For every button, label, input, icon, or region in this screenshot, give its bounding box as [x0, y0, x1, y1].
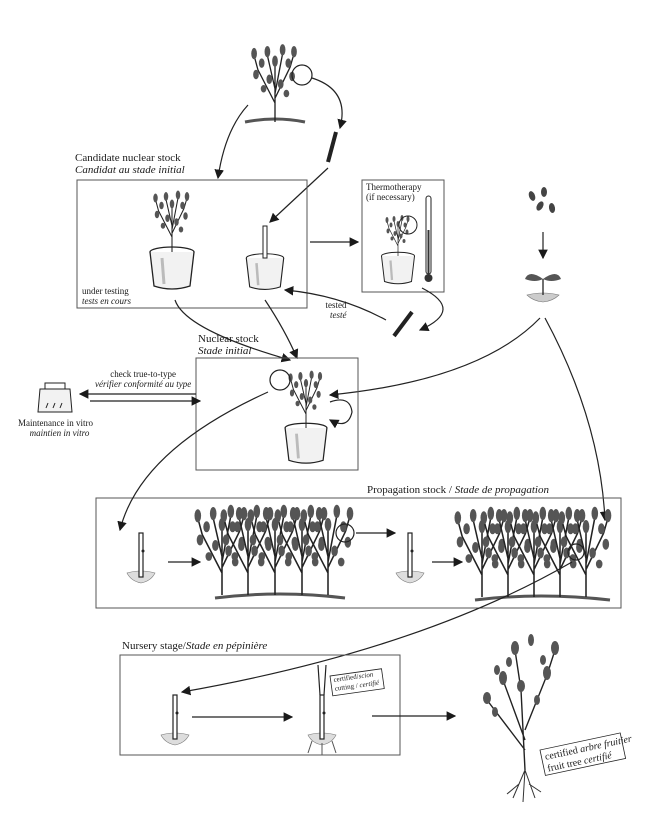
- propagation-box: [95, 497, 622, 609]
- self-loop-arrow: [328, 399, 353, 429]
- arrow-tested-back: [283, 285, 387, 321]
- nursery-label: Nursery stage/Stade en pépinière: [122, 640, 267, 652]
- tested-label: tested testé: [324, 300, 347, 320]
- check-label-en: check true-to-type: [110, 369, 176, 379]
- propagation-label-en: Propagation stock /: [367, 484, 455, 496]
- tree-tag: [539, 732, 627, 776]
- maintenance-label: Maintenance in vitro maintien in vitro: [18, 418, 93, 438]
- mother-plant: [244, 43, 306, 124]
- thermo-label-en: Thermotherapy: [366, 182, 422, 192]
- arrow-seedling-to-nuclear: [328, 317, 541, 399]
- thermo-plant-circle: [398, 215, 418, 235]
- arrow-candidate-to-nuclear-2: [264, 299, 299, 360]
- mother-plant-circle: [291, 64, 313, 86]
- arrow-propagation-to-nursery: [180, 561, 573, 696]
- propagation-label: Propagation stock / Stade de propagation: [367, 484, 549, 496]
- nuclear-plant-circle: [269, 369, 291, 391]
- candidate-plant-large: [148, 189, 196, 291]
- propagation-label-fr: Stade de propagation: [454, 484, 549, 496]
- check-label: check true-to-type vérifier conformité a…: [95, 369, 191, 389]
- nuclear-label: Nuclear stock Stade initial: [198, 333, 259, 357]
- thermo-label: Thermotherapy (if necessary): [366, 182, 421, 202]
- nuclear-label-fr: Stade initial: [198, 345, 252, 357]
- hedge-1-circle: [335, 523, 355, 543]
- propagation-cutting-1: [126, 532, 156, 584]
- hedge-row-1: [193, 504, 355, 600]
- in-vitro-jar: [37, 382, 73, 413]
- candidate-label: Candidate nuclear stock Candidat au stad…: [75, 152, 185, 176]
- hedge-2-circle: [567, 543, 585, 561]
- propagation-cutting-2: [395, 532, 425, 584]
- nursery-cutting: [160, 694, 190, 746]
- candidate-box: [76, 179, 308, 309]
- final-tree: [483, 634, 559, 803]
- thermometer: [424, 195, 433, 282]
- scion-tag: [329, 668, 385, 697]
- nuclear-box: [195, 357, 359, 471]
- arrow-to-scion: [311, 77, 347, 130]
- scion-cutting: [326, 131, 338, 163]
- under-testing-fr: tests en cours: [82, 296, 131, 306]
- arrow-seedling-to-propagation: [544, 317, 610, 522]
- arrow-to-candidate: [214, 104, 249, 180]
- tested-label-fr: testé: [330, 310, 347, 320]
- candidate-plant-small: [245, 225, 285, 291]
- maintenance-label-en: Maintenance in vitro: [18, 418, 93, 428]
- scion-tag-l4: certifié: [358, 678, 380, 690]
- nuclear-label-en: Nuclear stock: [198, 333, 259, 345]
- arrow-scion-to-pot: [269, 167, 329, 223]
- check-label-fr: vérifier conformité au type: [95, 379, 192, 389]
- thermo-plant: [380, 214, 416, 285]
- tested-cutting: [392, 310, 414, 338]
- seeds: [528, 187, 556, 213]
- maintenance-label-fr: maintien in vitro: [29, 428, 90, 438]
- grafted-cutting: [307, 664, 337, 755]
- arrow-candidate-to-nuclear-1: [174, 299, 292, 363]
- seedling: [525, 274, 561, 303]
- nursery-label-fr: Stade en pépinière: [185, 640, 268, 652]
- candidate-label-fr: Candidat au stade initial: [75, 164, 185, 176]
- arrow-thermo-out: [418, 287, 444, 331]
- nursery-box: [119, 654, 401, 756]
- arrow-nuclear-to-propagation: [117, 391, 269, 532]
- tested-label-en: tested: [325, 300, 347, 310]
- nuclear-plant: [283, 370, 329, 465]
- scion-tag-l3: cutting: [334, 682, 355, 693]
- nursery-label-en: Nursery stage/: [122, 640, 186, 652]
- hedge-row-2: [453, 506, 613, 602]
- thermotherapy-box: [361, 179, 445, 293]
- under-testing-label: under testing tests en cours: [82, 286, 131, 306]
- candidate-label-en: Candidate nuclear stock: [75, 152, 181, 164]
- under-testing-en: under testing: [82, 286, 129, 296]
- thermo-label-note: (if necessary): [366, 192, 415, 202]
